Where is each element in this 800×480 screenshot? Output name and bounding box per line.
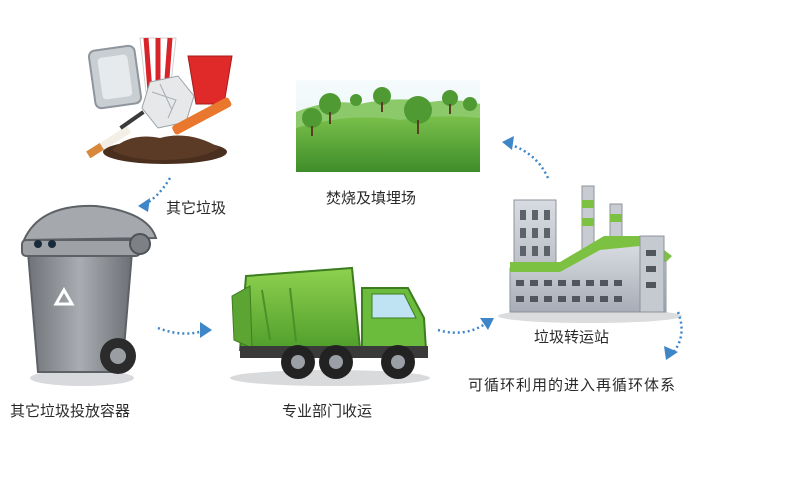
dirt-mound	[112, 135, 220, 160]
transfer-station-illustration	[498, 185, 682, 323]
bin-eye-left	[34, 240, 42, 248]
arrow-bin-to-truck	[157, 326, 207, 335]
arrowhead-truck-to-station	[480, 318, 494, 330]
garbage-truck-illustration	[230, 266, 430, 386]
label-truck: 专业部门收运	[282, 402, 373, 420]
station-side-block	[639, 235, 665, 313]
label-landfill: 焚烧及填埋场	[326, 189, 417, 207]
bin-eye-right	[48, 240, 56, 248]
landfill-grass	[296, 116, 480, 172]
station-windows	[516, 250, 656, 302]
station-roof-stripe	[510, 236, 672, 272]
bin-shadow	[30, 370, 134, 386]
recycle-icon	[53, 286, 75, 306]
arrow-waste-to-bin	[141, 177, 172, 208]
arrow-truck-to-station	[437, 320, 489, 334]
truck-rear	[231, 285, 253, 349]
landfill-illustration	[296, 80, 480, 172]
arrow-heads	[138, 136, 678, 360]
arrowhead-station-to-landfill	[502, 136, 514, 150]
label-recycle: 可循环利用的进入再循环体系	[468, 376, 677, 394]
foil-tray-inner	[97, 54, 133, 100]
trees	[302, 87, 477, 136]
trash-bin-illustration	[21, 204, 158, 386]
arrow-station-to-landfill	[507, 142, 550, 179]
truck-body	[238, 266, 362, 352]
arrowhead-station-to-recycle	[664, 346, 678, 360]
truck-window	[371, 293, 417, 319]
label-station: 垃圾转运站	[534, 328, 610, 346]
truck-shadow	[230, 370, 430, 386]
bin-lid	[22, 204, 158, 242]
fries-box	[187, 55, 233, 105]
truck-wheels	[281, 345, 415, 379]
label-other-waste: 其它垃圾	[166, 199, 227, 217]
bin-hinge	[129, 233, 151, 255]
utensil	[119, 110, 145, 130]
arrowhead-bin-to-truck	[200, 322, 212, 338]
bin-wheel-hub	[110, 348, 126, 364]
cigarette-butt	[86, 126, 132, 159]
candy-wrapper	[172, 97, 232, 135]
waste-pile-illustration	[86, 37, 233, 164]
label-bin: 其它垃圾投放容器	[10, 402, 131, 420]
arrowhead-waste-to-bin	[138, 198, 150, 212]
